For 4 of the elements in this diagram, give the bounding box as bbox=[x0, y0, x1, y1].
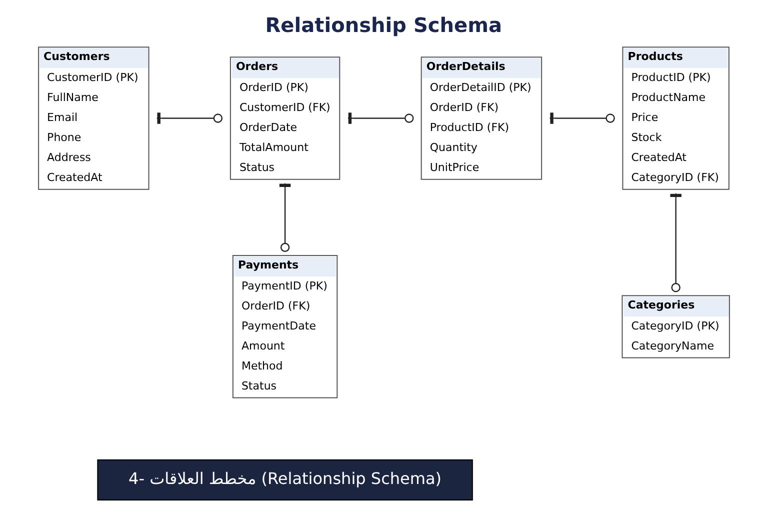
caption: 4- مخطط العلاقات (Relationship Schema) bbox=[128, 468, 442, 488]
connector bbox=[550, 112, 615, 124]
connector bbox=[156, 112, 223, 124]
diagram-title: Relationship Schema bbox=[265, 12, 502, 37]
